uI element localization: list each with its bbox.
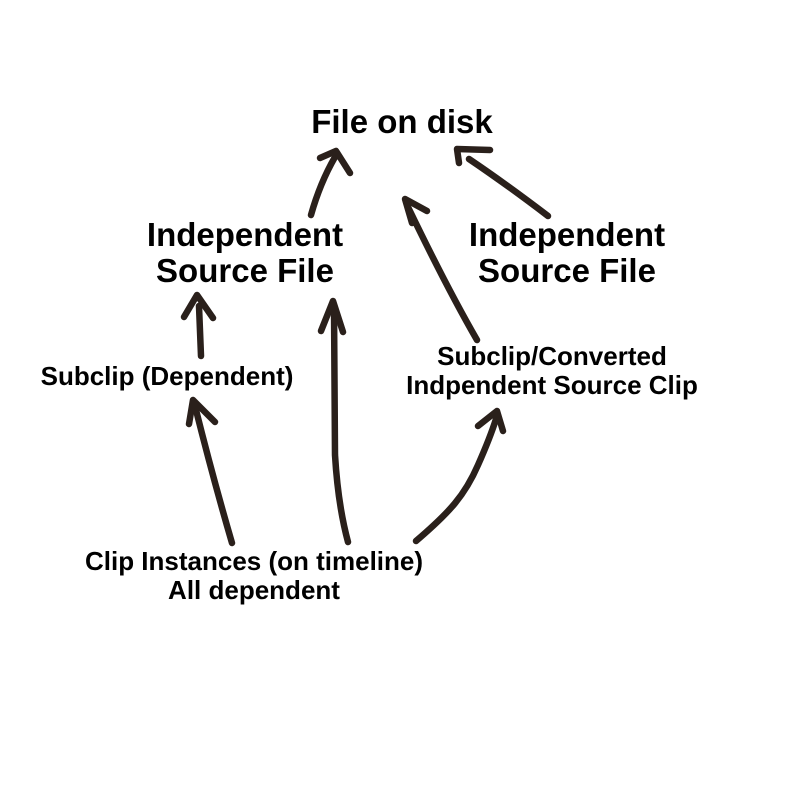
node-source-right-line1: Independent (468, 216, 666, 253)
arrow-clips-to-converted-icon (412, 407, 507, 545)
node-converted-line1: Subclip/Converted (437, 341, 667, 371)
arrow-subclip-to-source-left-icon (180, 291, 217, 360)
node-independent-source-file-left: Independent Source File (85, 217, 405, 289)
arrow-source-left-to-file-icon (307, 147, 354, 219)
node-subclip-converted: Subclip/Converted Indpendent Source Clip (402, 342, 702, 400)
node-clips-line1: Clip Instances (on timeline) (84, 546, 424, 576)
node-file-on-disk-label: File on disk (311, 103, 493, 140)
node-source-left-line2: Source File (156, 252, 334, 289)
node-source-right-line2: Source File (478, 252, 656, 289)
node-clips-line2: All dependent (168, 575, 340, 605)
arrow-source-right-to-file-icon (453, 145, 552, 220)
node-converted-line2: Indpendent Source Clip (406, 370, 698, 400)
node-independent-source-file-right: Independent Source File (407, 217, 727, 289)
node-file-on-disk: File on disk (202, 104, 602, 140)
node-source-left-line1: Independent (146, 216, 344, 253)
arrow-clips-to-subclip-icon (185, 396, 236, 547)
node-clip-instances: Clip Instances (on timeline) All depende… (54, 547, 454, 605)
node-subclip-dependent: Subclip (Dependent) (17, 362, 317, 391)
arrow-converted-to-file-icon (401, 195, 481, 344)
node-subclip-label: Subclip (Dependent) (40, 361, 294, 391)
arrow-clips-to-source-left-icon (317, 297, 352, 546)
